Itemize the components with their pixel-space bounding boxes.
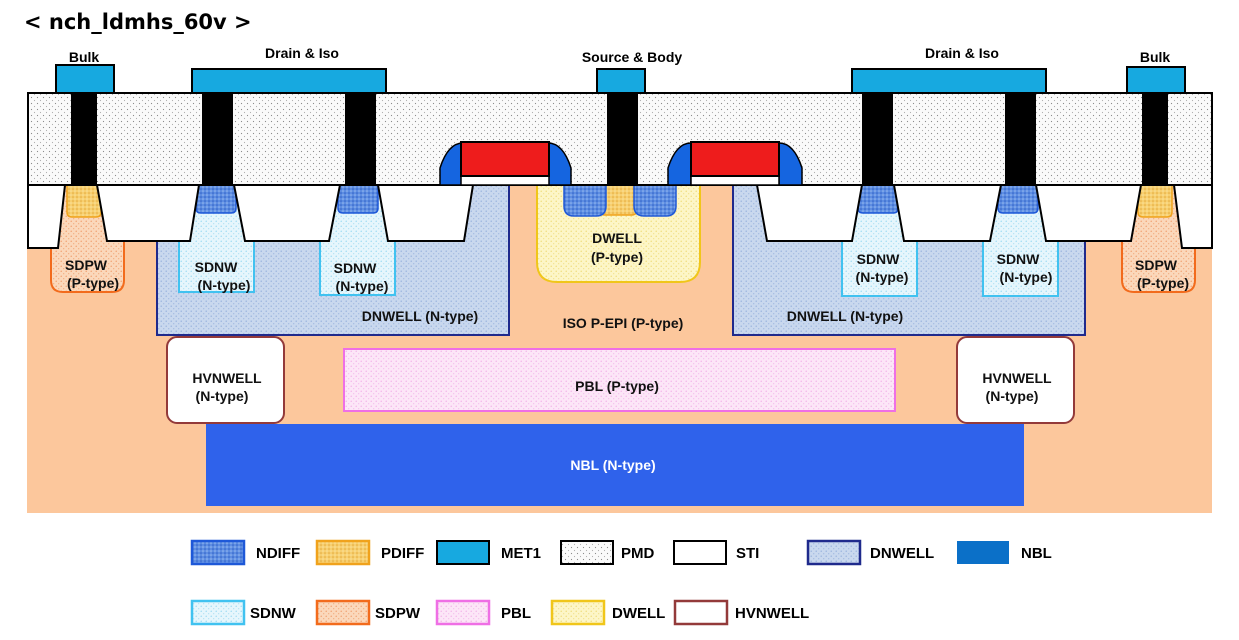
svg-text:PMD: PMD — [621, 545, 655, 562]
ndiff-drain-1 — [195, 184, 237, 214]
legend-item-sdpw: SDPW — [315, 599, 421, 626]
legend-item-pmd: PMD — [560, 540, 655, 565]
pdiff-left — [66, 184, 102, 218]
met1-pads — [55, 64, 1186, 94]
terminal-source-body: Source & Body — [582, 49, 683, 65]
svg-text:DWELL: DWELL — [612, 605, 665, 622]
legend-item-dwell: DWELL — [550, 599, 665, 626]
terminal-drain-iso-right: Drain & Iso — [925, 45, 999, 61]
legend-item-sti: STI — [673, 540, 759, 565]
sdpw-left-label: SDPW(P-type) — [65, 257, 119, 291]
hvnwell-left-region — [166, 336, 285, 424]
hvnwell-left-label: HVNWELL(N-type) — [192, 370, 262, 404]
pbl-label: PBL (P-type) — [575, 378, 659, 394]
gate-poly-right — [690, 141, 780, 177]
legend-item-sdnw: SDNW — [190, 599, 297, 626]
terminal-bulk-left: Bulk — [69, 49, 100, 65]
svg-text:NBL: NBL — [1021, 545, 1052, 562]
contact-plugs — [71, 93, 1168, 185]
sdnw-3-label: SDNW(N-type) — [856, 251, 909, 285]
gate-oxide-right — [690, 175, 780, 186]
svg-text:DNWELL: DNWELL — [870, 545, 934, 562]
legend-item-nbl: NBL — [957, 541, 1052, 564]
dnwell-left-label: DNWELL (N-type) — [362, 308, 478, 324]
iso-pepi-label: ISO P-EPI (P-type) — [563, 315, 684, 331]
legend: NDIFF PDIFF MET1 PMD STI DNWELL NBL SD — [190, 539, 1052, 626]
svg-text:HVNWELL: HVNWELL — [735, 605, 809, 622]
ndiff-source-right — [633, 184, 677, 217]
gate-poly-left — [460, 141, 550, 177]
gate-oxide-left — [460, 175, 550, 186]
terminal-drain-iso-left: Drain & Iso — [265, 45, 339, 61]
legend-item-dnwell: DNWELL — [806, 539, 934, 566]
sdpw-right-label: SDPW(P-type) — [1135, 257, 1189, 291]
sdnw-4-label: SDNW(N-type) — [997, 251, 1053, 285]
nbl-region — [206, 424, 1024, 506]
hvnwell-right-region — [956, 336, 1075, 424]
ndiff-source-left — [563, 184, 607, 217]
legend-item-ndiff: NDIFF — [190, 539, 300, 566]
legend-item-met1: MET1 — [436, 540, 541, 565]
dnwell-right-label: DNWELL (N-type) — [787, 308, 903, 324]
sdnw-2-label: SDNW(N-type) — [334, 260, 389, 294]
pdiff-right — [1137, 184, 1173, 218]
legend-item-hvnwell: HVNWELL — [673, 599, 809, 626]
svg-text:STI: STI — [736, 545, 759, 562]
sdnw-1-label: SDNW(N-type) — [195, 259, 251, 293]
svg-text:MET1: MET1 — [501, 545, 541, 562]
nbl-label: NBL (N-type) — [570, 457, 655, 473]
terminal-bulk-right: Bulk — [1140, 49, 1171, 65]
dwell-label: DWELL(P-type) — [591, 230, 643, 265]
svg-text:PBL: PBL — [501, 605, 531, 622]
ndiff-drain-3 — [857, 184, 899, 214]
svg-text:PDIFF: PDIFF — [381, 545, 424, 562]
legend-item-pbl: PBL — [435, 599, 531, 626]
svg-text:SDPW: SDPW — [375, 605, 421, 622]
hvnwell-right-label: HVNWELL(N-type) — [982, 370, 1052, 404]
page-title: < nch_ldmhs_60v > — [24, 10, 252, 34]
ndiff-drain-4 — [997, 184, 1039, 214]
svg-text:SDNW: SDNW — [250, 605, 297, 622]
sti-trenches — [27, 184, 1213, 249]
svg-text:NDIFF: NDIFF — [256, 545, 300, 562]
ndiff-drain-2 — [337, 184, 379, 214]
pbl-region — [343, 348, 896, 412]
legend-item-pdiff: PDIFF — [315, 539, 424, 566]
